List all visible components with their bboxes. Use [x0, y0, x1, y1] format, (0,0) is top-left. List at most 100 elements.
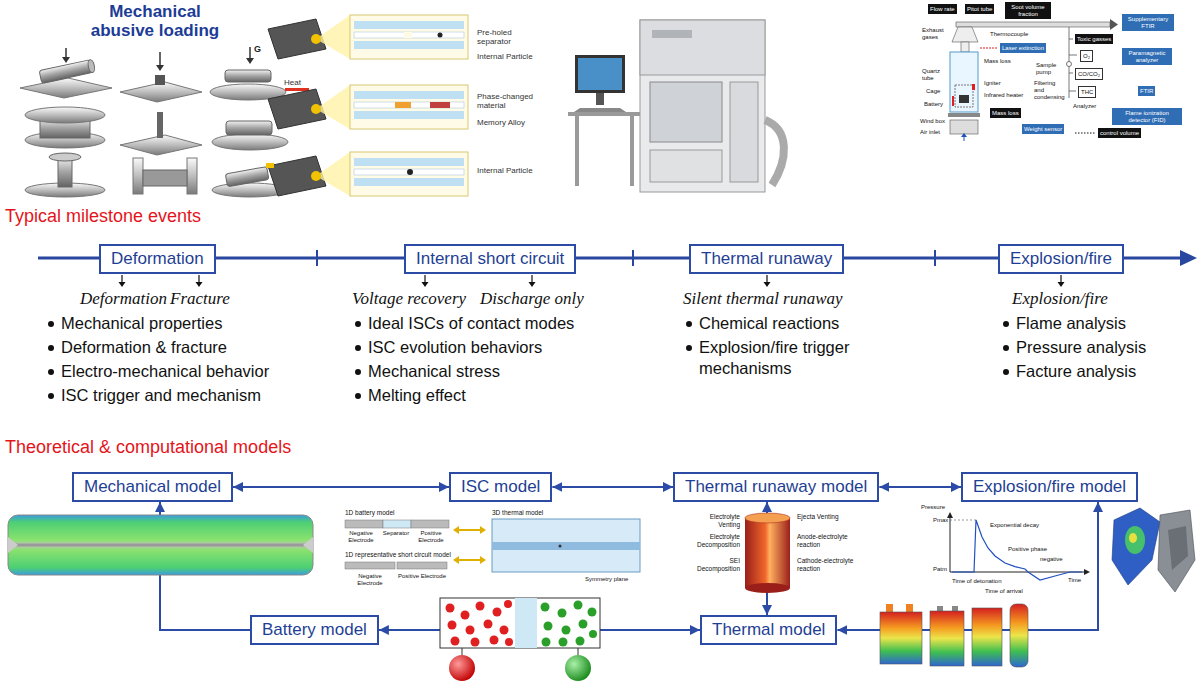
test-apparatus [730, 82, 758, 182]
node-text: FTIR [1140, 88, 1153, 95]
bullet-item: Chemical reactions [683, 313, 888, 334]
instrument-box: Flow rate [928, 4, 957, 14]
node-text: Thermal model [712, 617, 825, 643]
battery-cell-figure [446, 604, 455, 613]
loading-test-figure [159, 52, 161, 66]
pointer-arrow [422, 282, 429, 287]
thermal-model-figure [880, 612, 922, 664]
thermal-runaway-figure [745, 513, 790, 593]
isc-trigger-figure [354, 91, 464, 99]
node-text: Soot volume fraction [1007, 4, 1049, 18]
part-label: Cage [926, 88, 940, 95]
part-label: Quartz tube [922, 68, 948, 82]
fire-test-schematic [952, 27, 978, 42]
battery-cell-figure [440, 598, 600, 681]
part-label: Time [1068, 577, 1081, 584]
instrument-box: Toxic gasses [1075, 34, 1113, 44]
isc-trigger-figure [268, 89, 326, 129]
node-text: Flow rate [930, 6, 955, 13]
part-label: Analyzer [1073, 103, 1096, 110]
milestone-label: Discharge only [480, 289, 584, 309]
battery-cell-figure [466, 626, 475, 635]
part-label: Pmax [933, 517, 948, 524]
process-box: Thermal model [700, 615, 837, 645]
part-label: Exhaust gases [922, 27, 948, 41]
node-text: Pitot tube [967, 6, 992, 13]
section-heading: Typical milestone events [5, 206, 201, 227]
isc-trigger-figure [316, 152, 350, 196]
node-text: THC [1081, 89, 1093, 96]
part-label: Thermocouple [990, 31, 1028, 38]
instrument-box: Flame ionization detector (FID) [1112, 108, 1182, 125]
part-label: Pressure [921, 504, 945, 511]
battery-cell-figure [476, 602, 485, 611]
fire-test-schematic [950, 120, 978, 134]
node-text: control volume [1100, 130, 1139, 137]
battery-cell-figure [504, 600, 512, 608]
milestone-label: Deformation [80, 289, 167, 309]
bullet-item: ISC evolution behaviors [352, 337, 662, 358]
part-label: Ejecta Venting [797, 513, 869, 521]
timeline-axis [1180, 250, 1197, 266]
test-apparatus [652, 30, 692, 38]
thermal-runaway-figure [745, 513, 790, 523]
milestone-label: Voltage recovery [352, 289, 466, 309]
node-text: Mass loss [992, 110, 1019, 117]
isc-trigger-figure [311, 34, 321, 44]
loading-test-figure [157, 112, 163, 138]
node-text: Thermal runaway model [685, 474, 867, 500]
fire-test-schematic [961, 42, 969, 52]
fire-test-schematic [961, 133, 967, 137]
bullet-item: Ideal ISCs of contact modes [352, 313, 662, 334]
instrument-box: Weight sensor [1022, 124, 1064, 134]
loading-test-figure [143, 170, 187, 186]
isc-trigger-figure [430, 102, 450, 108]
battery-cell-figure [542, 638, 551, 647]
loading-test-figure [65, 48, 67, 58]
fire-test-schematic [980, 48, 997, 49]
pointer-arrow [119, 275, 1065, 287]
isc-model-figure [383, 520, 411, 528]
instrument-box: CO/CO₂ [1075, 68, 1103, 80]
instrument-box: Paramagnetic analyzer [1122, 48, 1172, 65]
node-text: Explosion/fire model [973, 474, 1126, 500]
part-label: Battery [924, 101, 943, 108]
battery-cell-figure [446, 600, 514, 647]
battery-cell-figure [544, 622, 553, 631]
pointer-arrow [1058, 282, 1065, 287]
battery-cell-figure [579, 620, 588, 629]
isc-trigger-figure [404, 32, 412, 38]
isc-trigger-figure [268, 19, 326, 59]
isc-trigger-figure [316, 85, 350, 129]
instrument-box: Supplementary FTIR [1122, 14, 1174, 31]
thermal-model-figure [906, 604, 913, 612]
pointer-arrow [764, 282, 771, 287]
fire-test-schematic [959, 95, 969, 103]
fire-test-schematic [972, 84, 975, 90]
part-label: Mass loss [984, 58, 1011, 65]
isc-trigger-figure [285, 88, 309, 91]
instrument-box: control volume [1098, 128, 1141, 138]
process-box: Internal short circuit [404, 244, 576, 274]
test-apparatus [596, 93, 604, 105]
isc-trigger-figure [316, 15, 350, 59]
part-label: Time of arrival [985, 588, 1023, 595]
battery-cell-figure [462, 648, 578, 655]
battery-cell-figure [541, 603, 550, 612]
mechanical-model-figure [8, 515, 313, 575]
part-label: Cathode-electrolyte reaction [797, 557, 869, 572]
node-text: CO/CO₂ [1078, 71, 1100, 78]
loading-test-figure [225, 167, 269, 187]
loading-test-figure [49, 153, 81, 161]
isc-model-figure [411, 520, 449, 528]
isc-trigger-figure [395, 102, 411, 108]
part-label: SEI Decomposition [692, 557, 740, 572]
test-apparatus [640, 20, 765, 75]
process-box: Deformation [99, 244, 216, 274]
loading-test-figure [246, 58, 254, 64]
isc-trigger-figure [350, 15, 468, 59]
isc-model-figure [345, 520, 383, 528]
isc-trigger-figure [268, 156, 326, 196]
part-label: Positive Electrode [397, 573, 447, 580]
gravity-symbol: G [254, 44, 261, 54]
